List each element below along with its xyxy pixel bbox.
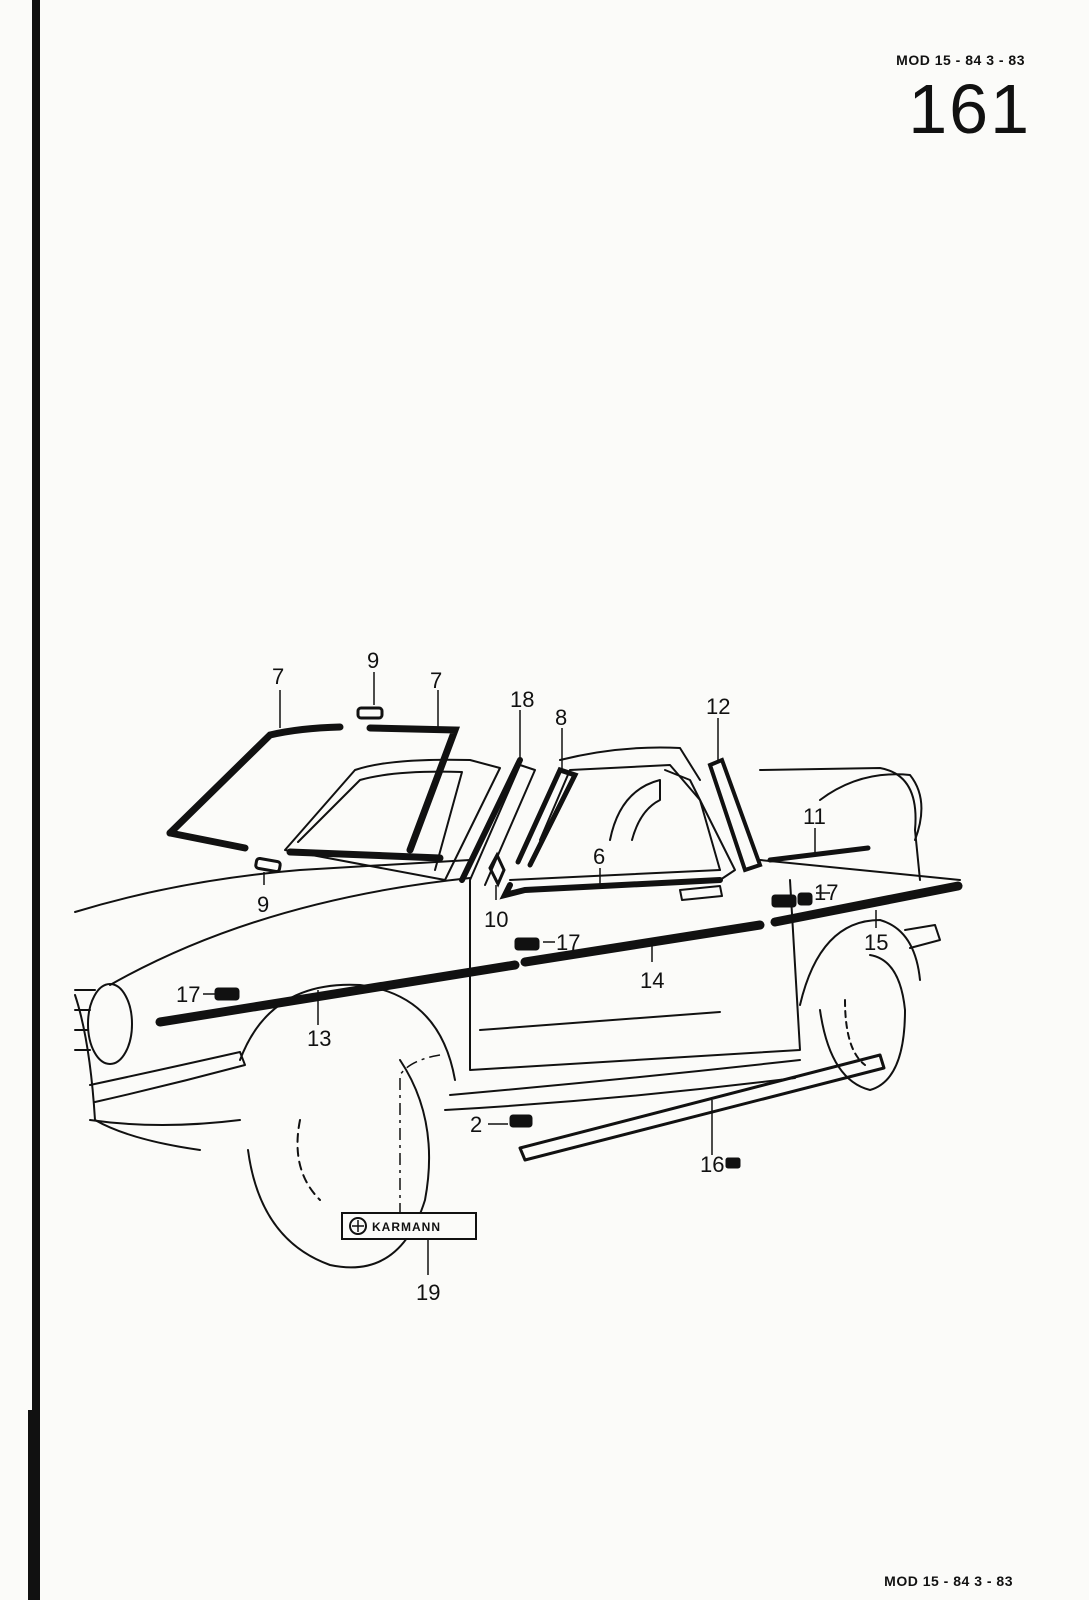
- car-body: [74, 746, 961, 1269]
- door-handle: [679, 885, 723, 901]
- part-10-part: [488, 851, 506, 888]
- side-window: [539, 764, 721, 871]
- callout-9-top: 9: [367, 648, 379, 673]
- part-17-clip-rear-b: [797, 892, 813, 906]
- callout-16: 16: [700, 1152, 724, 1177]
- callout-14: 14: [640, 968, 664, 993]
- leader-lines: [203, 672, 877, 1275]
- highlighted-parts: [155, 706, 963, 1169]
- callout-19: 19: [416, 1280, 440, 1305]
- part-13-molding: [155, 960, 520, 1027]
- part-11-strip: [767, 845, 871, 863]
- windshield-inner: [297, 770, 463, 871]
- callout-17-front: 17: [176, 982, 200, 1007]
- part-18-strip: [459, 757, 523, 883]
- part-7-seal-right: [366, 724, 461, 854]
- leader-19-dash: [399, 1054, 441, 1215]
- callout-11: 11: [803, 804, 826, 829]
- grille: [74, 989, 96, 1051]
- part-2-clip: [509, 1114, 533, 1128]
- part-12-strip: [707, 757, 763, 873]
- part-14-molding: [520, 920, 765, 967]
- karmann-badge: KARMANN: [341, 1212, 477, 1240]
- rear-wheel: [819, 954, 906, 1091]
- windshield-frame: [284, 758, 501, 881]
- rear-wheel-inner: [844, 999, 866, 1066]
- part-9-clip-top: [356, 706, 384, 720]
- front-lower-panel: [89, 1119, 241, 1126]
- part-7-seal-left: [166, 723, 344, 837]
- callout-17-door: 17: [556, 930, 580, 955]
- part-17-clip-front: [214, 987, 240, 1001]
- hood-line: [74, 859, 471, 913]
- callout-10: 10: [484, 907, 508, 932]
- rear-bumper: [904, 924, 941, 949]
- callout-7-left: 7: [272, 664, 284, 689]
- badge-label: KARMANN: [372, 1220, 441, 1234]
- part-17-clip-rear-a: [771, 894, 797, 908]
- rear-deck: [759, 767, 921, 881]
- part-6-strip: [499, 877, 723, 900]
- part-9-clip-bottom: [254, 856, 282, 874]
- front-wheel: [247, 1059, 431, 1269]
- hood-crease: [109, 877, 471, 986]
- callout-6: 6: [593, 844, 605, 869]
- rear-wheel-arch: [799, 919, 921, 1006]
- callout-18: 18: [510, 687, 534, 712]
- a-pillar: [469, 764, 536, 886]
- seat-back: [609, 779, 661, 841]
- folded-top: [819, 773, 923, 841]
- front-bumper: [89, 1051, 246, 1103]
- part-16-clip: [725, 1157, 741, 1169]
- front-wheel-hub: [296, 1119, 321, 1201]
- sill-molding-16: [518, 1053, 886, 1162]
- callout-9-bottom: 9: [257, 892, 269, 917]
- callout-8: 8: [555, 705, 567, 730]
- door-outline: [469, 879, 801, 1071]
- rear-fender: [759, 859, 961, 881]
- part-7-seal-bottom: [166, 829, 444, 862]
- callout-labels: 7 7 9 9 18 8 10 6 12 11 13 14 15 17 17 1…: [176, 648, 888, 1305]
- page-number: 161: [908, 70, 1031, 148]
- door-window-sill: [509, 869, 721, 881]
- rocker-panel: [449, 1059, 801, 1096]
- callout-2: 2: [470, 1112, 482, 1137]
- callout-15: 15: [864, 930, 888, 955]
- rocker-lower: [444, 1077, 796, 1111]
- door-lower-line: [479, 1011, 721, 1031]
- callout-7-right: 7: [430, 668, 442, 693]
- callout-12: 12: [706, 694, 730, 719]
- callout-17-rear: 17: [814, 880, 838, 905]
- front-wheel-arch: [239, 983, 456, 1081]
- roll-bar: [664, 769, 736, 881]
- part-15-molding: [770, 881, 963, 927]
- headlight: [87, 983, 133, 1065]
- callout-13: 13: [307, 1026, 331, 1051]
- binding-edge: [32, 0, 40, 1600]
- karmann-logo-icon: [349, 1217, 367, 1235]
- model-reference-top: MOD 15 - 84 3 - 83: [896, 52, 1025, 68]
- model-reference-bottom: MOD 15 - 84 3 - 83: [884, 1573, 1013, 1589]
- binding-edge-lower: [28, 1410, 40, 1600]
- part-17-clip-door: [514, 937, 540, 951]
- part-8-strip: [515, 766, 579, 868]
- roll-bar-top: [559, 746, 701, 781]
